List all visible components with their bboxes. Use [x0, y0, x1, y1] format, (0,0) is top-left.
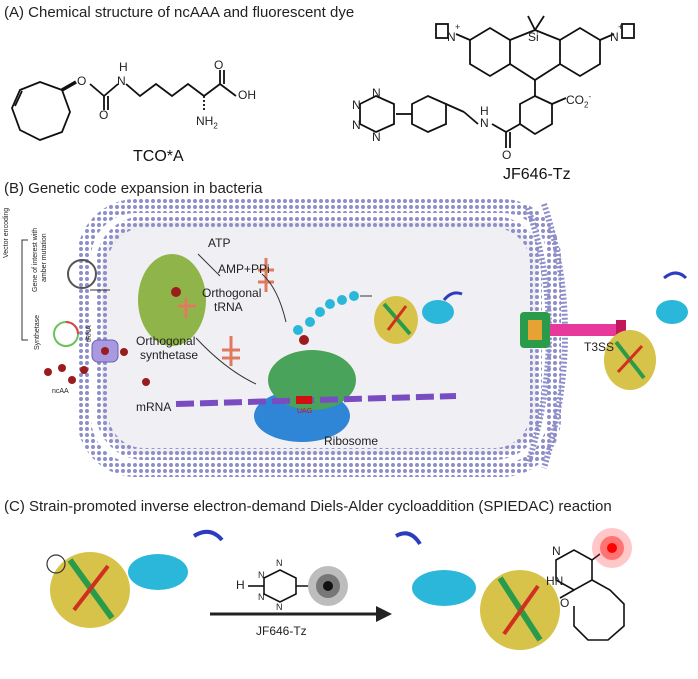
- tco-ring: [11, 70, 237, 141]
- tz-n-left-bottom: N: [258, 592, 265, 602]
- atom-tz-n4: N: [372, 130, 381, 144]
- tz-h-label: H: [236, 578, 245, 592]
- atom-h-carbamate: H: [119, 60, 128, 74]
- orthogonal-trna-label-1: Orthogonal: [202, 286, 262, 300]
- orthogonal-synthetase-label-2: synthetase: [140, 348, 199, 362]
- jf646-structure: [359, 15, 635, 148]
- t3ss-label: T3SS: [584, 340, 615, 354]
- compound-jf646-tz-name: JF646-Tz: [503, 166, 571, 183]
- nascent-chain: [293, 291, 359, 335]
- tz-n-bottom: N: [276, 602, 283, 612]
- ribosome-label: Ribosome: [324, 434, 379, 448]
- atom-n-carbamate: N: [117, 74, 126, 88]
- orthogonal-trna-label-2: tRNA: [214, 300, 243, 314]
- atom-n-plus-right: N: [610, 30, 619, 44]
- atom-o-ester: O: [77, 74, 87, 88]
- charge-plus-right: +: [618, 22, 624, 32]
- goi-plasmid: [67, 259, 97, 289]
- charged-trna: [222, 336, 240, 366]
- atom-si: Si: [528, 30, 539, 44]
- amp-ppi-label: AMP+PPi: [218, 262, 270, 276]
- tz-n-top: N: [276, 558, 283, 568]
- section-a-title: (A) Chemical structure of ncAAA and fluo…: [4, 4, 355, 21]
- compound-tco-a-name: TCO*A: [133, 148, 184, 165]
- mrna-label: mRNA: [136, 400, 172, 414]
- section-b-title: (B) Genetic code expansion in bacteria: [4, 180, 263, 197]
- atom-amide-o: O: [502, 148, 512, 162]
- atom-nh2: NH2: [196, 114, 218, 131]
- product-o-label: O: [560, 596, 570, 610]
- atom-amide-n: N: [480, 116, 489, 130]
- mrna-strand: [175, 393, 457, 407]
- product-structure: [555, 549, 625, 641]
- reaction-arrow-head: [376, 606, 392, 622]
- ribosome-small: [268, 350, 356, 410]
- product-hn-label: HN: [546, 574, 564, 588]
- free-trna-top: [258, 258, 274, 292]
- atom-tz-n1: N: [372, 86, 381, 100]
- atom-amide-h: H: [480, 104, 489, 118]
- atom-oh: OH: [238, 88, 256, 102]
- atom-co2-minus: CO2-: [566, 92, 592, 110]
- uag-codon: [296, 396, 312, 404]
- uag-label: UAG: [297, 408, 313, 415]
- atom-o-carbonyl: O: [99, 108, 109, 122]
- section-c-title: (C) Strain-promoted inverse electron-dem…: [4, 498, 612, 515]
- ncaa-label: ncAA: [52, 388, 69, 395]
- atom-tz-n2: N: [352, 98, 361, 112]
- orthogonal-synthetase-label-1: Orthogonal: [136, 334, 196, 348]
- atom-o-acid: O: [214, 58, 224, 72]
- outer-membrane: [77, 199, 561, 477]
- product-n-label: N: [552, 544, 561, 558]
- atom-tz-n3: N: [352, 118, 361, 132]
- atp-label: ATP: [208, 236, 231, 250]
- t3ss-needle: [550, 324, 620, 336]
- orthogonal-synthetase-shape: [138, 254, 206, 346]
- charge-plus-left: +: [455, 22, 461, 32]
- tz-n-left-top: N: [258, 570, 265, 580]
- reagent-label: JF646-Tz: [256, 624, 307, 638]
- atom-n-plus-left: N: [447, 30, 456, 44]
